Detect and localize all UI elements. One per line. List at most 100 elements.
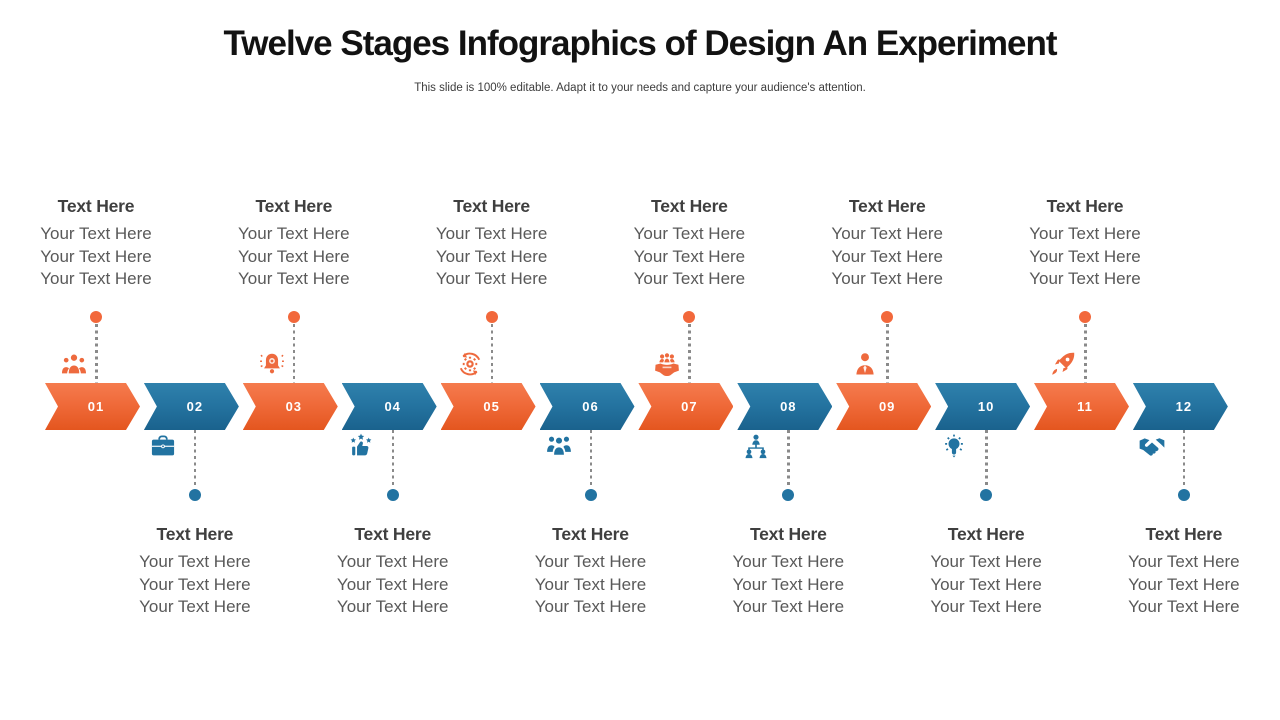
- stage-12-dot: [1177, 489, 1190, 501]
- stage-body-line: Your Text Here: [1128, 574, 1240, 594]
- stage-03-chevron: 03: [243, 383, 338, 430]
- stage-09-dot: [881, 311, 894, 323]
- stage-07-connector-line: [688, 324, 691, 383]
- stage-body-line: Your Text Here: [238, 246, 350, 266]
- handshake-icon: [1138, 432, 1166, 460]
- stage-11-dot: [1079, 311, 1091, 323]
- hands-community-icon: [653, 350, 681, 378]
- stage-heading: Text Here: [651, 196, 728, 216]
- stage-body-line: Your Text Here: [336, 574, 449, 594]
- stage-number: 12: [1175, 399, 1193, 414]
- stage-04-dot: [386, 489, 399, 501]
- stage-08-connector-line: [787, 430, 790, 488]
- stage-heading: Text Here: [848, 196, 926, 216]
- stage-01-chevron: 01: [45, 383, 140, 430]
- stage-heading: Text Here: [947, 524, 1025, 544]
- stage-body-line: Your Text Here: [1029, 246, 1141, 266]
- stage-body-line: Your Text Here: [534, 552, 647, 571]
- stage-01-connector-line: [95, 324, 98, 383]
- stage-number: 01: [87, 399, 105, 414]
- stage-11-connector-line: [1084, 324, 1087, 383]
- team-group-icon: [545, 432, 573, 460]
- stage-heading: Text Here: [552, 524, 629, 544]
- stage-number: 10: [977, 399, 995, 414]
- stage-body-line: Your Text Here: [336, 597, 449, 617]
- stage-number: 07: [681, 399, 698, 414]
- stage-07-dot: [683, 311, 696, 323]
- stage-body-line: Your Text Here: [930, 552, 1042, 571]
- briefcase-icon: [149, 432, 177, 460]
- stage-number: 02: [186, 399, 204, 414]
- lightbulb-idea-icon: [940, 432, 968, 460]
- stage-body-line: Your Text Here: [831, 224, 943, 243]
- stage-body-line: Your Text Here: [534, 574, 647, 594]
- stage-06-dot: [584, 489, 597, 501]
- stage-body-line: Your Text Here: [435, 246, 548, 266]
- stage-body-line: Your Text Here: [831, 246, 943, 266]
- rocket-icon: [1049, 350, 1077, 378]
- stage-body-line: Your Text Here: [435, 269, 548, 289]
- stage-body-line: Your Text Here: [139, 574, 251, 594]
- stage-heading: Text Here: [1046, 196, 1124, 216]
- stage-01-dot: [90, 311, 102, 323]
- stage-number: 05: [483, 399, 500, 414]
- slide-title: Twelve Stages Infographics of Design An …: [223, 24, 1058, 63]
- stage-07-chevron: 07: [638, 383, 733, 430]
- stage-12-connector-line: [1182, 430, 1186, 488]
- stage-number: 08: [780, 399, 797, 414]
- stage-body-line: Your Text Here: [633, 224, 746, 243]
- stage-number: 09: [878, 399, 896, 414]
- stage-body-line: Your Text Here: [1029, 224, 1141, 243]
- stage-02-chevron: 02: [144, 383, 239, 430]
- stage-11-chevron: 11: [1034, 383, 1129, 430]
- stage-heading: Text Here: [749, 524, 827, 544]
- stage-08-chevron: 08: [737, 383, 832, 430]
- stage-heading: Text Here: [1145, 524, 1223, 544]
- stage-number: 03: [285, 399, 303, 414]
- stage-03-dot: [287, 311, 300, 323]
- stage-10-dot: [980, 489, 993, 501]
- alarm-bell-icon: [258, 350, 286, 378]
- stage-06-chevron: 06: [540, 383, 635, 430]
- stage-09-connector-line: [886, 324, 889, 383]
- stage-number: 04: [384, 399, 401, 414]
- stage-body-line: Your Text Here: [238, 224, 350, 243]
- stage-heading: Text Here: [255, 196, 333, 216]
- stage-body-line: Your Text Here: [633, 269, 746, 289]
- stage-body-line: Your Text Here: [930, 574, 1042, 594]
- stage-body-line: Your Text Here: [831, 269, 943, 289]
- stage-04-connector-line: [391, 430, 395, 488]
- hierarchy-icon: [742, 432, 770, 460]
- stage-05-chevron: 05: [441, 383, 536, 430]
- users-group-icon: [60, 350, 88, 378]
- stage-body-line: Your Text Here: [40, 246, 152, 266]
- stage-04-chevron: 04: [342, 383, 437, 430]
- stage-body-line: Your Text Here: [930, 597, 1042, 617]
- stage-09-chevron: 09: [836, 383, 931, 430]
- stage-body-line: Your Text Here: [139, 597, 251, 617]
- stage-number: 06: [582, 399, 599, 414]
- stage-number: 11: [1077, 399, 1093, 414]
- stage-05-connector-line: [490, 324, 494, 383]
- stage-10-connector-line: [985, 430, 988, 488]
- stage-08-dot: [782, 489, 795, 501]
- slide-subtitle: This slide is 100% editable. Adapt it to…: [414, 82, 866, 94]
- stage-heading: Text Here: [156, 524, 234, 544]
- stage-body-line: Your Text Here: [732, 574, 845, 594]
- stage-05-dot: [485, 311, 498, 323]
- stage-heading: Text Here: [354, 524, 432, 544]
- stage-02-dot: [188, 489, 201, 501]
- stage-body-line: Your Text Here: [534, 597, 647, 617]
- stage-12-chevron: 12: [1133, 383, 1228, 430]
- stage-body-line: Your Text Here: [1029, 269, 1141, 289]
